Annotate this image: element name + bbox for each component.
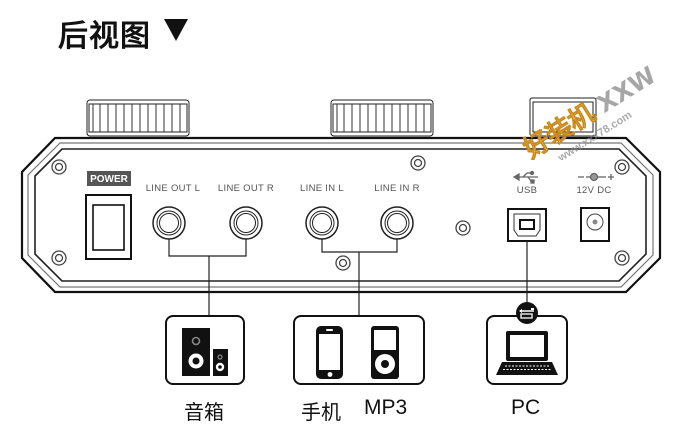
caption-speakers: 音箱 xyxy=(184,400,224,424)
knob-center xyxy=(330,99,434,137)
device-box-pc xyxy=(486,302,568,385)
screw-icon xyxy=(51,250,67,266)
speaker-icon xyxy=(182,328,228,376)
screw-icon xyxy=(410,155,426,171)
jack-line-in-r[interactable] xyxy=(380,206,414,240)
page-title: 后视图 xyxy=(58,19,151,54)
jack-line-out-r[interactable] xyxy=(229,206,263,240)
caption-phone: 手机 xyxy=(301,400,341,424)
chassis-outline xyxy=(20,136,662,294)
port-label-line-in-r: LINE IN R xyxy=(374,183,419,194)
connector-lines xyxy=(168,239,528,317)
port-label-line-out-r: LINE OUT R xyxy=(218,183,274,194)
port-label-line-in-l: LINE IN L xyxy=(300,183,344,194)
power-badge xyxy=(87,171,131,186)
dc-jack[interactable] xyxy=(580,207,610,242)
screw-icon xyxy=(51,159,67,175)
port-label-line-out-l: LINE OUT L xyxy=(146,183,201,194)
jack-line-out-l[interactable] xyxy=(152,206,186,240)
caption-mp3: MP3 xyxy=(364,396,408,419)
down-triangle-icon xyxy=(164,19,188,41)
usb-symbol-icon xyxy=(512,170,538,184)
mp3-player-icon xyxy=(371,326,399,379)
caption-pc: PC xyxy=(511,396,541,419)
device-box-phone-mp3 xyxy=(293,315,425,385)
screw-icon xyxy=(455,220,471,236)
screws xyxy=(51,155,630,271)
knob-left xyxy=(86,99,190,137)
screw-icon xyxy=(335,255,351,271)
port-label-dc: 12V DC xyxy=(576,185,611,196)
jack-line-in-l[interactable] xyxy=(305,206,339,240)
knob-right xyxy=(529,97,597,137)
screw-icon xyxy=(614,159,630,175)
power-label: POWER xyxy=(90,174,129,185)
port-label-usb: USB xyxy=(517,185,537,196)
laptop-icon xyxy=(496,331,558,375)
dc-polarity-icon xyxy=(578,172,614,182)
screw-icon xyxy=(614,250,630,266)
smartphone-icon xyxy=(316,326,343,379)
device-box-speakers xyxy=(165,315,245,385)
power-switch[interactable]: POWER xyxy=(85,171,132,260)
usb-badge-icon xyxy=(516,302,538,324)
usb-port[interactable] xyxy=(507,208,547,242)
